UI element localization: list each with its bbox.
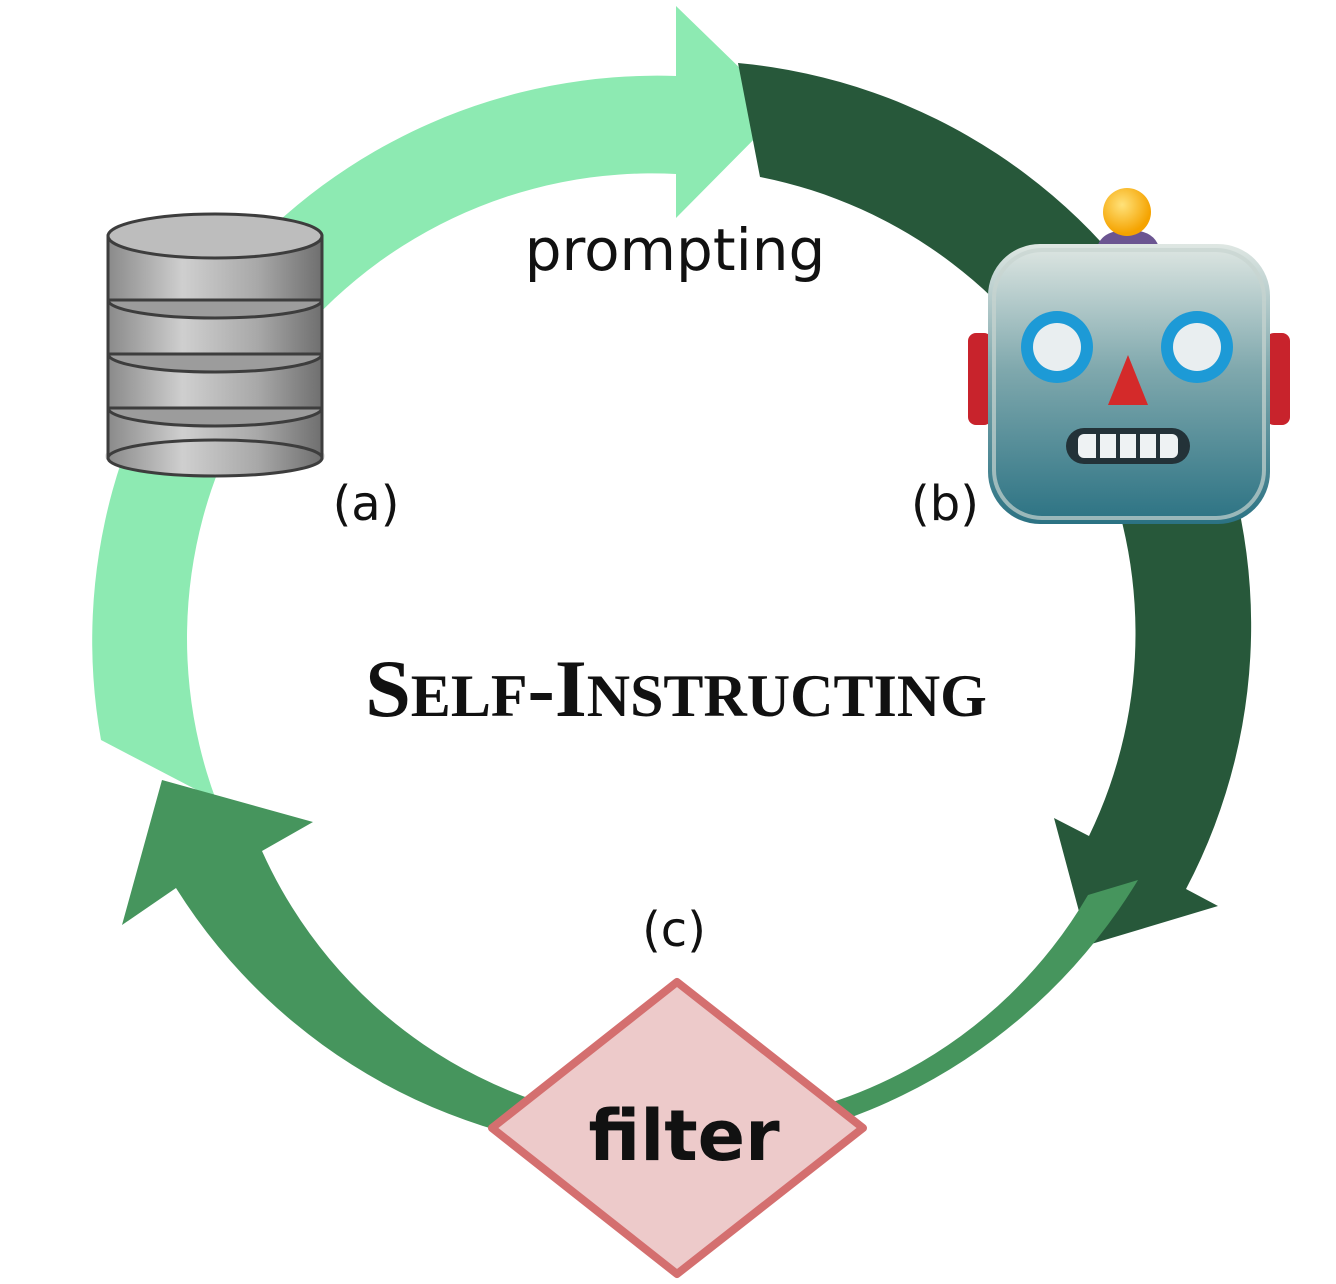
robot-icon bbox=[968, 188, 1290, 524]
node-c-label: (c) bbox=[642, 902, 706, 958]
diagram-title: SELF-INSTRUCTING bbox=[365, 643, 987, 734]
arc-medium-green bbox=[122, 780, 1138, 1153]
node-a-label: (a) bbox=[333, 476, 400, 532]
edge-label-prompting: prompting bbox=[525, 216, 826, 284]
database-icon bbox=[105, 212, 325, 478]
filter-label: filter bbox=[588, 1095, 780, 1177]
node-b-label: (b) bbox=[911, 476, 979, 532]
filter-diamond: filter bbox=[488, 978, 867, 1278]
